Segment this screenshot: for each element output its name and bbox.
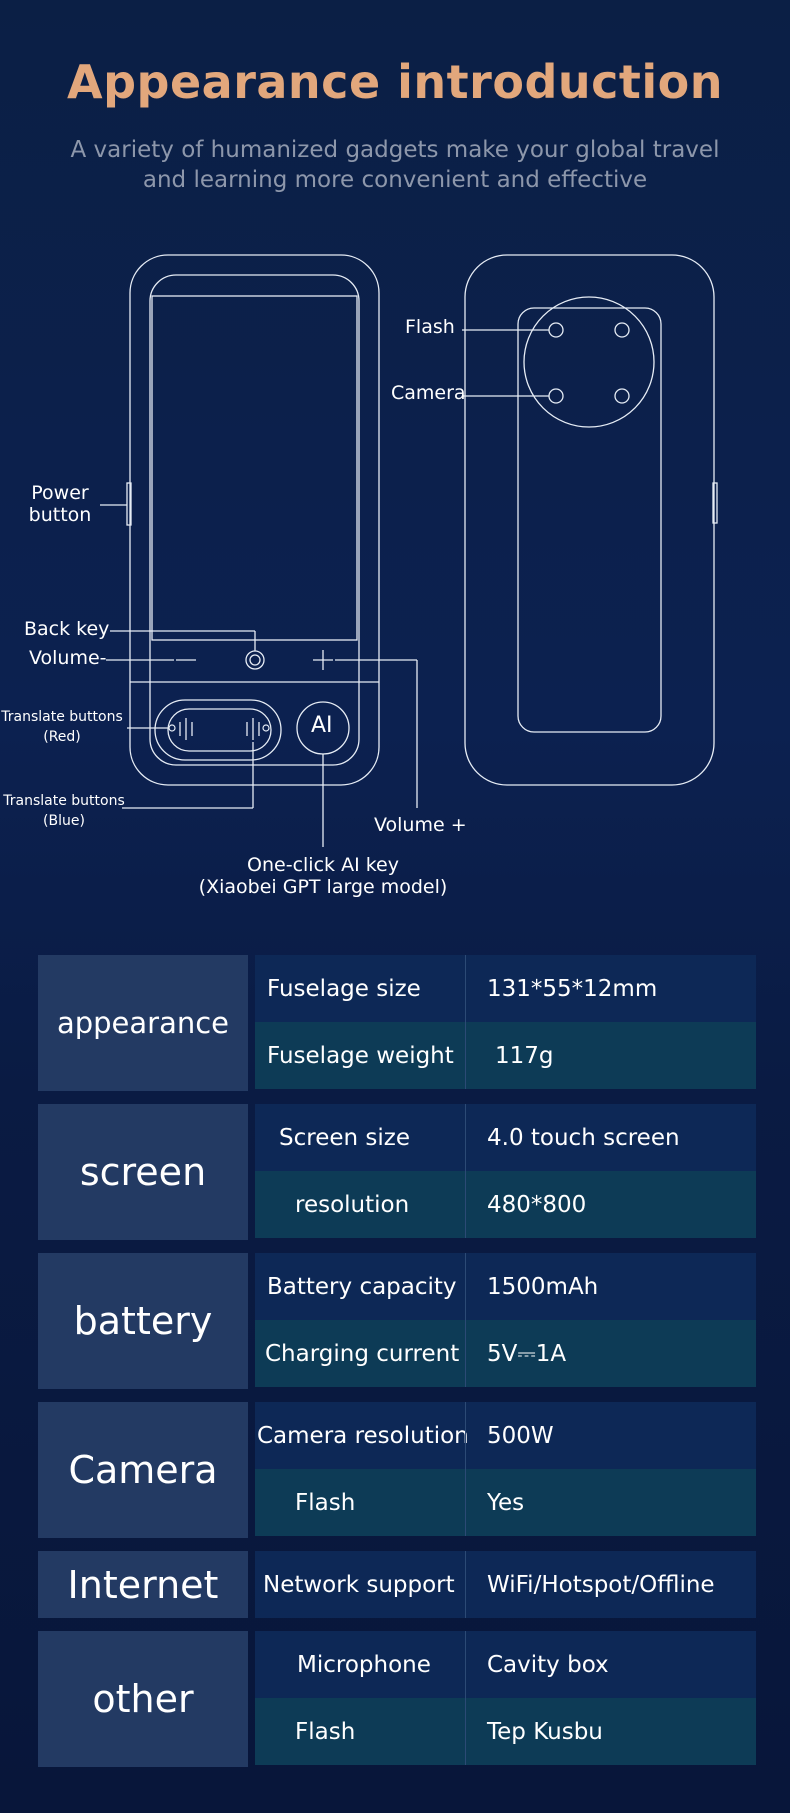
spec-category: other [38, 1631, 248, 1767]
spec-divider [465, 1631, 466, 1698]
label-flash: Flash [405, 316, 455, 338]
label-power-line-2: button [28, 504, 92, 526]
translate-red-icon [179, 718, 193, 740]
front-device-body [129, 254, 380, 786]
spec-row: Flash Tep Kusbu [255, 1698, 756, 1765]
spec-divider [465, 1402, 466, 1469]
spec-row: resolution 480*800 [255, 1171, 756, 1238]
spec-key: Fuselage weight [267, 1042, 454, 1069]
power-button-side [126, 482, 132, 526]
label-translate-blue-line-1: Translate buttons [3, 793, 125, 809]
back-side-button [712, 482, 718, 524]
label-ai-key-line-2: (Xiaobei GPT large model) [198, 876, 448, 898]
spec-key: Screen size [279, 1124, 410, 1151]
front-device-inner [149, 274, 360, 766]
spec-category: Internet [38, 1551, 248, 1618]
spec-divider [465, 1171, 466, 1238]
spec-key: Camera resolution [257, 1422, 469, 1449]
spec-divider [465, 1253, 466, 1320]
spec-divider [465, 1320, 466, 1387]
label-translate-blue-line-2: (Blue) [43, 813, 85, 829]
spec-value: 1500mAh [487, 1273, 599, 1300]
spec-value: 117g [495, 1042, 554, 1069]
spec-category: appearance [38, 955, 248, 1091]
flash-dot-right [614, 322, 630, 338]
ai-button-text: AI [311, 713, 333, 738]
camera-ring [523, 296, 655, 428]
spec-category: battery [38, 1253, 248, 1389]
spec-key: Fuselage size [267, 975, 421, 1002]
spec-divider [465, 955, 466, 1022]
spec-key: Network support [263, 1571, 455, 1598]
translate-pill-inner [167, 708, 272, 752]
spec-key: Microphone [297, 1651, 431, 1678]
spec-group-appearance: appearance Fuselage size 131*55*12mm Fus… [38, 955, 756, 1091]
spec-key: Flash [295, 1489, 356, 1516]
translate-pill-outer [154, 699, 282, 761]
spec-value: WiFi/Hotspot/Offline [487, 1571, 715, 1598]
camera-module [517, 307, 662, 733]
spec-category: screen [38, 1104, 248, 1240]
label-volume-minus: Volume- [29, 647, 107, 669]
spec-divider [465, 1022, 466, 1089]
label-power-button: Power button [20, 482, 100, 526]
flash-dot-left [548, 322, 564, 338]
spec-group-battery: battery Battery capacity 1500mAh Chargin… [38, 1253, 756, 1389]
label-back-key: Back key [24, 618, 110, 640]
camera-dot-left [548, 388, 564, 404]
spec-divider [465, 1469, 466, 1536]
spec-value: 480*800 [487, 1191, 587, 1218]
spec-row: Camera resolution 500W [255, 1402, 756, 1469]
spec-divider [465, 1104, 466, 1171]
spec-value: 500W [487, 1422, 554, 1449]
spec-key: Battery capacity [267, 1273, 457, 1300]
back-key-icon [245, 650, 265, 670]
spec-group-screen: screen Screen size 4.0 touch screen reso… [38, 1104, 756, 1240]
translate-blue-icon [246, 718, 260, 740]
page-title: Appearance introduction [67, 55, 723, 109]
subtitle-line-2: and learning more convenient and effecti… [142, 167, 648, 193]
back-device-body [464, 254, 715, 786]
spec-value: Cavity box [487, 1651, 609, 1678]
spec-value: 5V⎓1A [487, 1340, 567, 1367]
spec-row: Microphone Cavity box [255, 1631, 756, 1698]
spec-row: Flash Yes [255, 1469, 756, 1536]
spec-divider [465, 1551, 466, 1618]
label-translate-blue: Translate buttons (Blue) [2, 793, 126, 829]
label-translate-red-line-2: (Red) [43, 729, 81, 745]
spec-value: Yes [487, 1489, 525, 1516]
label-camera: Camera [391, 382, 466, 404]
label-ai-key-line-1: One-click AI key [247, 854, 399, 876]
front-screen [151, 295, 358, 641]
label-translate-red-line-1: Translate buttons [1, 709, 123, 725]
spec-row: Fuselage weight 117g [255, 1022, 756, 1089]
camera-dot-right [614, 388, 630, 404]
spec-key: Charging current [265, 1340, 460, 1367]
label-power-line-1: Power [31, 482, 89, 504]
spec-row: Network support WiFi/Hotspot/Offline [255, 1551, 756, 1618]
device-diagram [100, 254, 718, 847]
spec-group-internet: Internet Network support WiFi/Hotspot/Of… [38, 1551, 756, 1618]
label-volume-plus: Volume + [374, 814, 467, 836]
spec-group-other: other Microphone Cavity box Flash Tep Ku… [38, 1631, 756, 1767]
label-ai-key: One-click AI key (Xiaobei GPT large mode… [173, 854, 473, 898]
spec-value: 4.0 touch screen [487, 1124, 680, 1151]
spec-row: Screen size 4.0 touch screen [255, 1104, 756, 1171]
page-subtitle: A variety of humanized gadgets make your… [60, 135, 730, 195]
label-translate-red: Translate buttons (Red) [0, 709, 124, 745]
spec-value: Tep Kusbu [487, 1718, 603, 1745]
spec-category: Camera [38, 1402, 248, 1538]
spec-row: Charging current 5V⎓1A [255, 1320, 756, 1387]
spec-group-camera: Camera Camera resolution 500W Flash Yes [38, 1402, 756, 1538]
spec-row: Battery capacity 1500mAh [255, 1253, 756, 1320]
spec-row: Fuselage size 131*55*12mm [255, 955, 756, 1022]
spec-value: 131*55*12mm [487, 975, 658, 1002]
spec-divider [465, 1698, 466, 1765]
subtitle-line-1: A variety of humanized gadgets make your… [70, 137, 720, 163]
spec-key: Flash [295, 1718, 356, 1745]
spec-key: resolution [295, 1191, 410, 1218]
